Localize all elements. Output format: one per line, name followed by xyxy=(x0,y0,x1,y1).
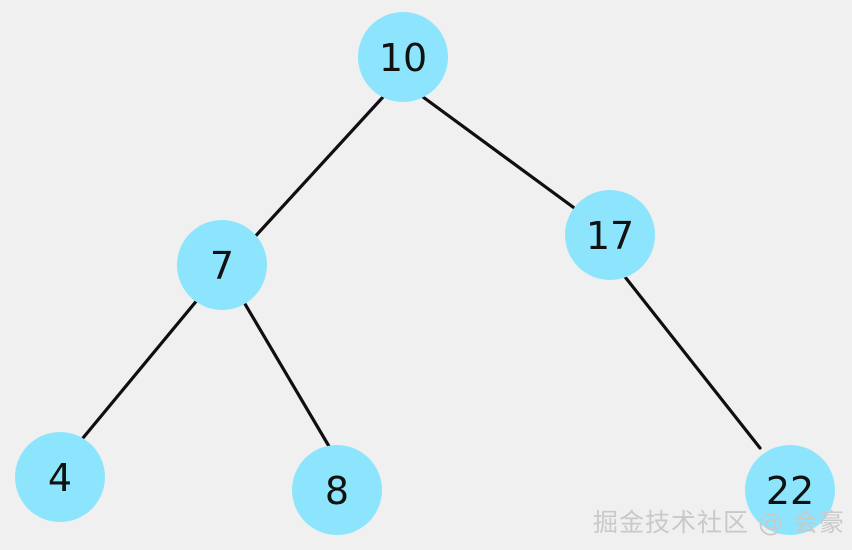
tree-node-label-7: 7 xyxy=(210,244,234,288)
tree-node-8[interactable]: 8 xyxy=(292,445,382,535)
tree-edge-n17-to-n22 xyxy=(616,266,762,450)
tree-node-label-10: 10 xyxy=(379,36,427,80)
tree-node-22[interactable]: 22 xyxy=(745,445,835,535)
tree-node-7[interactable]: 7 xyxy=(177,220,267,310)
tree-node-circle-17[interactable] xyxy=(565,190,655,280)
tree-node-circle-8[interactable] xyxy=(292,445,382,535)
tree-node-label-17: 17 xyxy=(586,214,634,258)
tree-node-circle-4[interactable] xyxy=(15,432,105,522)
tree-node-circle-22[interactable] xyxy=(745,445,835,535)
tree-node-label-8: 8 xyxy=(325,469,349,513)
tree-nodes-group: 10 7 17 4 8 22 xyxy=(15,12,835,535)
tree-node-circle-7[interactable] xyxy=(177,220,267,310)
tree-node-17[interactable]: 17 xyxy=(565,190,655,280)
tree-node-4[interactable]: 4 xyxy=(15,432,105,522)
tree-node-label-22: 22 xyxy=(766,469,814,513)
tree-node-label-4: 4 xyxy=(48,456,72,500)
tree-edge-n7-to-n8 xyxy=(233,285,332,450)
tree-edge-n10-to-n17 xyxy=(421,95,594,223)
tree-node-circle-10[interactable] xyxy=(358,12,448,102)
tree-node-10[interactable]: 10 xyxy=(358,12,448,102)
tree-edge-n10-to-n7 xyxy=(238,95,385,255)
